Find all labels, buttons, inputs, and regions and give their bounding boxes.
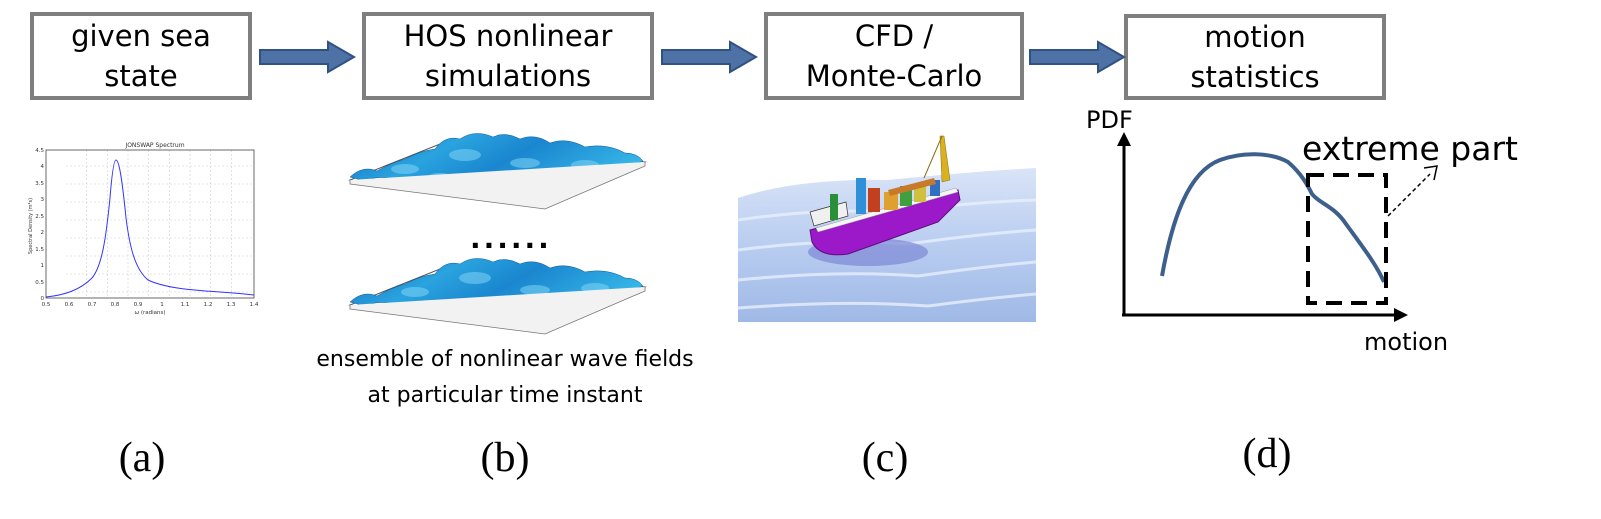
stage-label-line1: CFD / (854, 19, 934, 53)
ship-hull (809, 189, 961, 256)
flow-arrow-2 (661, 40, 759, 74)
y-tick: 4.5 (35, 148, 44, 154)
plot-frame (45, 149, 255, 299)
y-tick: 1.5 (35, 247, 44, 253)
y-tick: 1 (41, 263, 45, 269)
x-tick: 1 (160, 302, 164, 308)
x-axis-label: ω (radians) (134, 310, 165, 316)
stage-label-line1: given sea (71, 19, 211, 53)
plot-grid (66, 150, 252, 298)
pdf-curve (1160, 152, 1386, 283)
stage-box-cfd-monte-carlo: CFD / Monte-Carlo (764, 12, 1024, 100)
wave-field-surface-bottom (348, 258, 647, 335)
jonswap-spectrum-plot: JONSWAP Spectrum 0 0.5 1 1.5 2 2.5 3 3.5… (28, 142, 259, 316)
ship-superstructure (809, 135, 951, 227)
annotation-arrow-line (1387, 173, 1431, 217)
caption-line1: ensemble of nonlinear wave fields (316, 347, 694, 372)
caption-b: (b) (480, 435, 530, 481)
x-tick: 0.8 (111, 302, 120, 308)
caption-d: (d) (1242, 431, 1292, 477)
motion-pdf-plot: PDF motion extreme part (1086, 106, 1518, 356)
spectrum-curve (45, 159, 255, 298)
pdf-axis-label: PDF (1086, 106, 1133, 134)
extreme-part-label: extreme part (1302, 129, 1518, 168)
x-tick: 1.3 (227, 302, 236, 308)
stage-label-line2: Monte-Carlo (805, 59, 983, 93)
motion-axis-label: motion (1364, 328, 1448, 356)
x-tick: 0.6 (65, 302, 74, 308)
stage-box-motion-statistics: motion statistics (1124, 14, 1386, 100)
annotation-arrowhead (1423, 165, 1438, 181)
extreme-region-box (1306, 173, 1388, 305)
x-tick: 1.4 (250, 302, 259, 308)
stage-label-line1: motion (1204, 20, 1306, 54)
y-tick: 0.5 (35, 280, 44, 286)
stage-box-hos-simulations: HOS nonlinear simulations (362, 12, 654, 100)
plot-title: JONSWAP Spectrum (124, 142, 184, 149)
y-axis-label: Spectral Density (m²s) (28, 198, 34, 254)
caption-a: (a) (118, 435, 166, 481)
x-tick: 0.7 (88, 302, 97, 308)
ensemble-ellipsis: ...... (470, 222, 552, 255)
y-tick: 2 (41, 230, 45, 236)
flow-arrow-3 (1029, 40, 1127, 74)
stage-box-sea-state: given sea state (30, 12, 252, 100)
y-tick: 3.5 (35, 181, 44, 187)
caption-c: (c) (861, 435, 909, 481)
y-tick: 2.5 (35, 214, 44, 220)
wave-field-surface-top (348, 133, 647, 210)
x-tick-labels: 0.5 0.6 0.7 0.8 0.9 1 1.1 1.2 1.3 1.4 (42, 302, 259, 308)
stage-label-line2: simulations (424, 59, 592, 93)
stage-label-line2: statistics (1190, 60, 1320, 94)
caption-line2: at particular time instant (367, 383, 643, 408)
ship-cfd-render (738, 135, 1036, 322)
x-tick: 1.1 (181, 302, 190, 308)
x-tick: 0.5 (42, 302, 51, 308)
x-axis-arrowhead (1394, 308, 1408, 322)
x-tick: 0.9 (134, 302, 143, 308)
flow-arrow-1 (259, 40, 357, 74)
y-axis-arrowhead (1117, 132, 1131, 146)
stage-label-line1: HOS nonlinear (403, 19, 613, 53)
y-tick: 3 (41, 197, 45, 203)
x-tick: 1.2 (204, 302, 213, 308)
y-tick: 4 (41, 164, 45, 170)
stage-label-line2: state (104, 59, 178, 93)
wave-field-caption: ensemble of nonlinear wave fields at par… (275, 342, 735, 414)
y-tick: 0 (41, 296, 45, 302)
y-tick-labels: 0 0.5 1 1.5 2 2.5 3 3.5 4 4.5 (35, 148, 44, 302)
